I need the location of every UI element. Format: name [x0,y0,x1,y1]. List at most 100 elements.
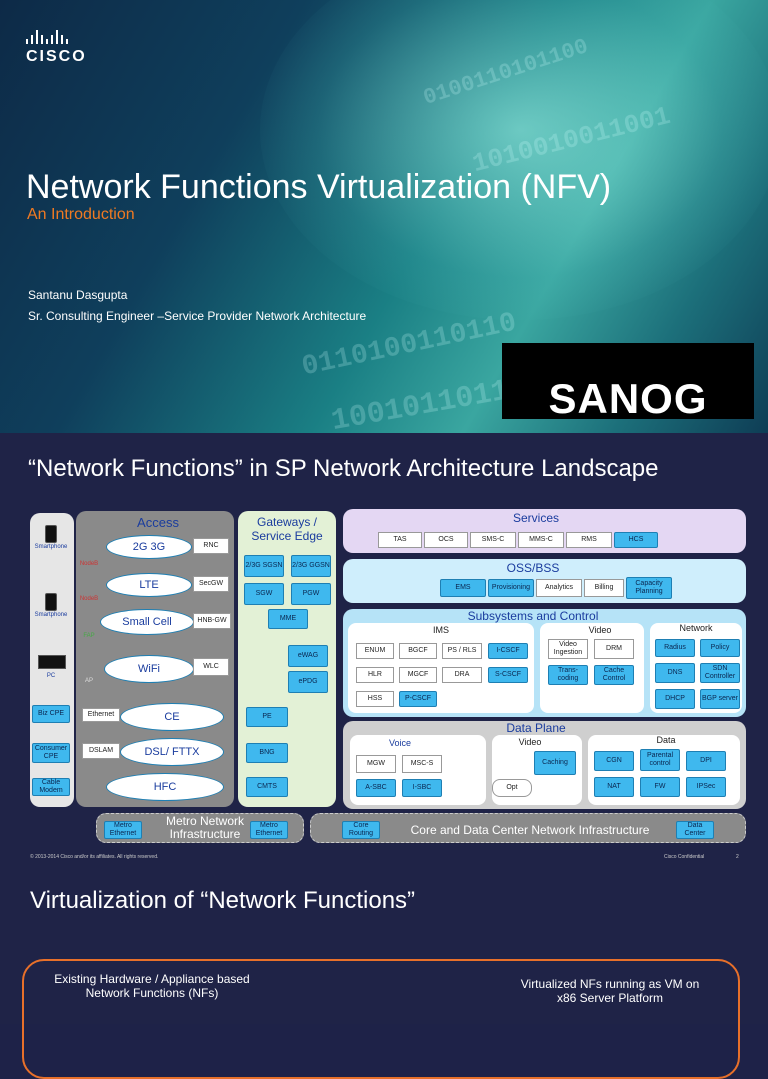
video-box: Trans-coding [548,665,588,685]
slide-title: Network Functions Virtualization (NFV) [26,168,612,206]
metro-ethernet-box: Metro Ethernet [104,821,142,839]
service-box: MMS-C [518,532,564,548]
service-box: OCS [424,532,468,548]
network-box: DNS [655,663,695,683]
cmts-box: CMTS [246,777,288,797]
ewag-box: eWAG [288,645,328,667]
gateways-title: Gateways / Service Edge [251,515,323,543]
copyright: © 2013-2014 Cisco and/or its affiliates.… [30,854,159,860]
network-box: Radius [655,639,695,657]
network-box: DHCP [655,689,695,709]
background-glow [260,0,768,320]
oss-title: OSS/BSS [506,561,560,575]
data-box: Parental control [640,749,680,771]
dslam-box: DSLAM [82,743,120,759]
network-box: SDN Controller [700,663,740,683]
video-title: Video [588,625,612,635]
network-box: BGP server [700,689,740,709]
ims-box: MGCF [399,667,437,683]
data-box: FW [640,777,680,797]
voice-box: I-SBC [402,779,442,797]
access-oval: 2G 3G [106,535,192,559]
ims-title: IMS [432,625,449,635]
ims-box: BGCF [399,643,437,659]
sgsn-box: 2/3G SGSN [244,555,284,577]
video-box: Cache Control [594,665,634,685]
cisco-logo: CISCO [26,30,94,66]
biz-cpe-box: Biz CPE [32,705,70,723]
wlc-box: WLC [193,658,229,676]
device-label: PC [46,673,56,679]
service-box: RMS [566,532,612,548]
consumer-cpe-box: Consumer CPE [32,743,70,763]
network-title: Network [679,623,713,633]
access-title: Access [137,515,179,530]
tower-label: FAP [83,633,95,639]
confidential-label: Cisco Confidential [664,854,705,860]
video-box: Video Ingestion [548,639,588,659]
device-label: Smartphone [34,612,68,618]
virtualized-nf-label: Virtualized NFs running as VM on x86 Ser… [520,977,700,1005]
core-title: Core and Data Center Network Infrastruct… [410,823,650,837]
access-oval: LTE [106,573,192,597]
tower-label: NodeB [79,596,99,602]
ims-box: DRA [442,667,482,683]
cisco-bars-icon [26,30,94,44]
ims-box: HSS [356,691,394,707]
dp-video-box: Opt [492,779,532,797]
data-box: DPI [686,751,726,771]
secgw-box: SecGW [193,576,229,592]
services-title: Services [512,511,559,525]
dataplane-title: Data Plane [506,721,566,735]
voice-box: A-SBC [356,779,396,797]
ims-box: I-CSCF [488,643,528,659]
tower-label: NodeB [79,561,99,567]
ethernet-box: Ethernet [82,708,120,722]
data-box: CGN [594,751,634,771]
bng-box: BNG [246,743,288,763]
ggsn-box: 2/3G GGSN [291,555,331,577]
service-box: TAS [378,532,422,548]
data-title: Data [656,735,676,745]
dp-video-title: Video [518,737,542,747]
mme-box: MME [268,609,308,629]
ims-box: P-CSCF [399,691,437,707]
device-label: Smartphone [34,544,68,550]
data-center-box: Data Center [676,821,714,839]
ims-box: ENUM [356,643,394,659]
pgw-box: PGW [291,583,331,605]
access-oval: Small Cell [100,609,194,635]
slide-subtitle: An Introduction [27,206,135,223]
data-box: IPSec [686,777,726,797]
oss-box: Capacity Planning [626,577,672,599]
sanog-logo: SANOG [502,343,754,419]
cable-modem-box: Cable Modem [32,778,70,796]
voice-box: MGW [356,755,396,773]
oss-box: Billing [584,579,624,597]
sgw-box: SGW [244,583,284,605]
metro-title: Metro Network Infrastructure [165,814,245,841]
service-box: SMS-C [470,532,516,548]
smartphone-icon [45,525,57,543]
ims-box: S-CSCF [488,667,528,683]
service-box: HCS [614,532,658,548]
core-routing-box: Core Routing [342,821,380,839]
laptop-icon [38,655,66,669]
author-name: Santanu Dasgupta [28,288,128,302]
oss-box: EMS [440,579,486,597]
epdg-box: ePDG [288,671,328,693]
author-role: Sr. Consulting Engineer –Service Provide… [28,309,367,323]
voice-box: MSC-S [402,755,442,773]
rnc-box: RNC [193,538,229,554]
video-box: DRM [594,639,634,659]
pe-box: PE [246,707,288,727]
virtualization-slide: Virtualization of “Network Functions” Ex… [0,867,768,1079]
oss-box: Analytics [536,579,582,597]
core-panel [310,813,746,843]
ap-label: AP [84,678,93,684]
hnbgw-box: HNB-GW [193,613,231,629]
slide-title: “Network Functions” in SP Network Archit… [28,455,659,482]
metro-ethernet-box: Metro Ethernet [250,821,288,839]
ims-box: PS / RLS [442,643,482,659]
network-box: Policy [700,639,740,657]
